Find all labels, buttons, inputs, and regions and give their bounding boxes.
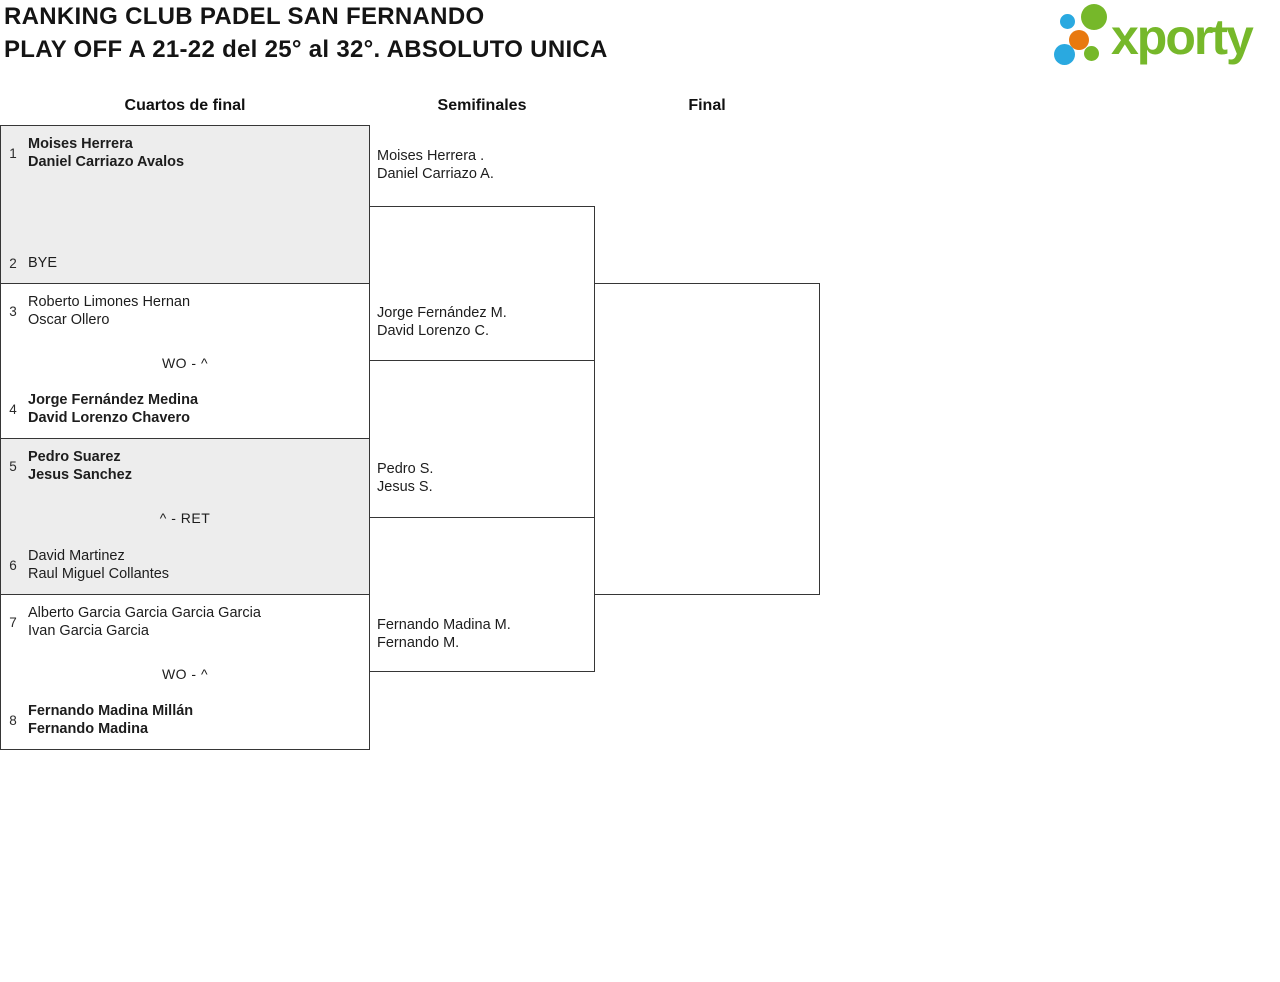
round-header-cuartos: Cuartos de final (124, 97, 246, 114)
match-score: WO - ^ (161, 355, 209, 371)
player-name: Fernando M. (377, 635, 460, 651)
semifinal-team-label: Pedro S. Jesus S. (377, 460, 589, 496)
team-names: BYE (28, 254, 57, 272)
player-name: Moises Herrera . (377, 148, 485, 164)
seed-number: 5 (9, 458, 17, 474)
seed-number: 1 (9, 145, 17, 161)
quarterfinal-match-1: 1 Moises Herrera Daniel Carriazo Avalos … (0, 125, 370, 283)
round-header-final: Final (688, 97, 726, 114)
logo-dot-icon (1084, 46, 1099, 61)
player-name: Jorge Fernández M. (377, 305, 507, 321)
semifinal-team-label: Fernando Madina M. Fernando M. (377, 616, 589, 652)
final-box (594, 283, 820, 595)
team-names: Moises Herrera Daniel Carriazo Avalos (28, 135, 184, 171)
page-title-line2: PLAY OFF A 21-22 del 25° al 32°. ABSOLUT… (4, 36, 608, 63)
team-row: 6 David Martinez Raul Miguel Collantes (1, 547, 369, 583)
player-name: Jesus S. (377, 479, 433, 495)
team-names: Roberto Limones Hernan Oscar Ollero (28, 293, 190, 329)
player-name: Fernando Madina M. (377, 617, 511, 633)
player-name: Fernando Madina Millán (28, 703, 194, 719)
seed-number: 7 (9, 614, 17, 630)
player-name: BYE (28, 255, 58, 271)
seed-number: 8 (9, 712, 17, 728)
player-name: Alberto Garcia Garcia Garcia Garcia (28, 605, 261, 621)
player-name: David Lorenzo Chavero (28, 410, 190, 426)
logo-dot-icon (1069, 30, 1089, 50)
team-row: 2 BYE (1, 254, 369, 272)
player-name: Pedro S. (377, 461, 434, 477)
xporty-logo[interactable]: xporty (1050, 0, 1280, 78)
page-title: RANKING CLUB PADEL SAN FERNANDO PLAY OFF… (4, 0, 608, 66)
player-name: David Lorenzo C. (377, 323, 490, 339)
player-name: Moises Herrera (28, 136, 133, 152)
seed-number: 6 (9, 557, 17, 573)
team-row: 3 Roberto Limones Hernan Oscar Ollero (1, 293, 369, 329)
round-header-semifinales: Semifinales (437, 97, 527, 114)
player-name: Oscar Ollero (28, 312, 110, 328)
team-row: 8 Fernando Madina Millán Fernando Madina (1, 702, 369, 738)
page-title-line1: RANKING CLUB PADEL SAN FERNANDO (4, 3, 485, 30)
player-name: Daniel Carriazo A. (377, 166, 494, 182)
team-row: 4 Jorge Fernández Medina David Lorenzo C… (1, 391, 369, 427)
player-name: David Martinez (28, 548, 125, 564)
logo-dot-icon (1060, 14, 1075, 29)
player-name: Daniel Carriazo Avalos (28, 154, 185, 170)
player-name: Jorge Fernández Medina (28, 392, 199, 408)
player-name: Jesus Sanchez (28, 467, 132, 483)
team-names: Fernando Madina Millán Fernando Madina (28, 702, 193, 738)
seed-number: 3 (9, 303, 17, 319)
team-names: Jorge Fernández Medina David Lorenzo Cha… (28, 391, 198, 427)
player-name: Pedro Suarez (28, 449, 121, 465)
team-row: 5 Pedro Suarez Jesus Sanchez (1, 448, 369, 484)
team-names: Alberto Garcia Garcia Garcia Garcia Ivan… (28, 604, 261, 640)
logo-dot-icon (1081, 4, 1107, 30)
seed-number: 4 (9, 401, 17, 417)
quarterfinal-match-4: 7 Alberto Garcia Garcia Garcia Garcia Iv… (0, 594, 370, 750)
semifinal-team-label: Jorge Fernández M. David Lorenzo C. (377, 304, 589, 340)
player-name: Fernando Madina (28, 721, 149, 737)
semifinal-team-label: Moises Herrera . Daniel Carriazo A. (377, 147, 589, 183)
logo-dot-icon (1054, 44, 1075, 65)
quarterfinal-match-2: 3 Roberto Limones Hernan Oscar Ollero WO… (0, 283, 370, 438)
seed-number: 2 (9, 255, 17, 271)
team-row: 1 Moises Herrera Daniel Carriazo Avalos (1, 135, 369, 171)
team-names: David Martinez Raul Miguel Collantes (28, 547, 169, 583)
logo-wordmark: xporty (1111, 9, 1254, 65)
match-score: ^ - RET (159, 510, 211, 526)
quarterfinal-match-3: 5 Pedro Suarez Jesus Sanchez ^ - RET 6 D… (0, 438, 370, 594)
team-names: Pedro Suarez Jesus Sanchez (28, 448, 132, 484)
match-score: WO - ^ (161, 666, 209, 682)
player-name: Roberto Limones Hernan (28, 294, 191, 310)
player-name: Ivan Garcia Garcia (28, 623, 149, 639)
player-name: Raul Miguel Collantes (28, 566, 170, 582)
team-row: 7 Alberto Garcia Garcia Garcia Garcia Iv… (1, 604, 369, 640)
